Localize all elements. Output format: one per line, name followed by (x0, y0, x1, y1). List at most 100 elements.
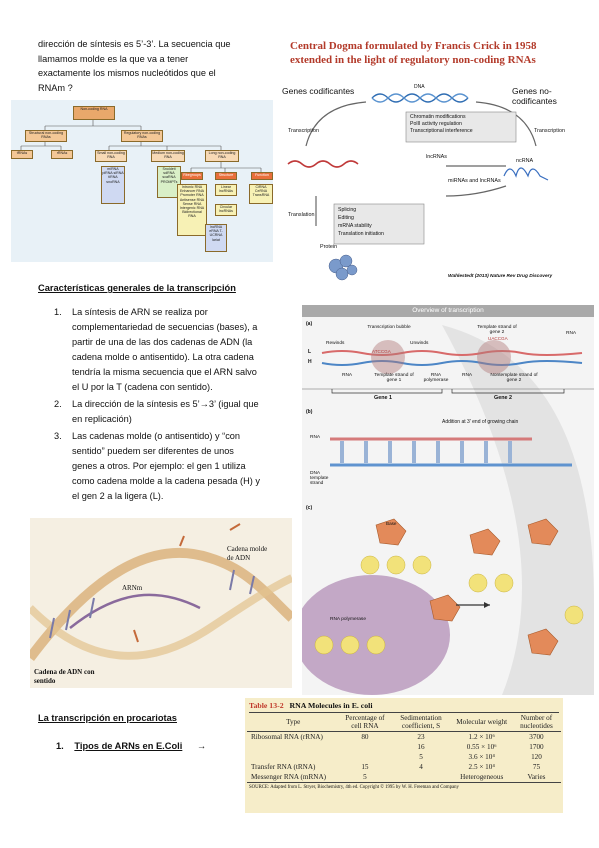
table-row: Ribosomal RNA (rRNA) 80 23 1.2 × 10⁶ 370… (247, 732, 561, 743)
dogma-box2: Splicing Editing mRNA stability Translat… (338, 206, 384, 238)
table-caption-num: Table 13-2 (249, 701, 284, 710)
transcription-right-label: Transcription (534, 128, 565, 134)
de-adn-label: de ADN (227, 554, 251, 562)
tree-node-regulatory: Regulatory non-coding RNAs (121, 130, 163, 142)
gene1-label: Gene 1 (374, 395, 392, 401)
dogma-box2-item: Editing (338, 215, 354, 221)
panel-b-label: (b) (306, 409, 313, 415)
table-cell: 1.2 × 10⁶ (468, 733, 495, 741)
tree-list-long-c: Circular lncRNAs (215, 204, 237, 216)
tree-node-trna: tRNAs (11, 150, 33, 159)
list-line: genes a otros. Por ejemplo: el gen 1 uti… (72, 461, 246, 471)
strand-L-label: L (308, 349, 312, 355)
list-line: como cadena molde a la cadena pesada (H)… (72, 476, 260, 486)
list-item: 1. La síntesis de ARN se realiza por com… (54, 305, 304, 395)
list-line: partir de una de las dos cadenas de ADN … (72, 337, 253, 347)
section1-heading: Características generales de la transcri… (38, 283, 236, 293)
table-row: Transfer RNA (tRNA) 15 4 2.5 × 10⁴ 75 (247, 762, 561, 772)
list-line: el gen 2 a la ligera (L). (72, 491, 164, 501)
dogma-title-2: extended in the light of regulatory non-… (290, 54, 536, 66)
cadena-molde-label: Cadena molde (227, 545, 268, 553)
table-cell: 75 (532, 763, 541, 771)
table-header: Molecular weight (456, 718, 508, 726)
genes-nocodificantes-label: Genes no-codificantes (512, 86, 557, 106)
list-item-number: 3. (54, 431, 62, 441)
list-line: Las cadenas molde (o antisentido) y “con (72, 431, 241, 441)
list-line: cadena molde o antisentido). La otra cad… (72, 352, 254, 362)
dna-helix-figure: Cadena molde de ADN ARNm Cadena de ADN c… (30, 518, 292, 688)
tree-connectors (20, 120, 262, 172)
list-line: complementariedad de secuencias (bases),… (72, 322, 258, 332)
list-line: La síntesis de ARN se realiza por (72, 307, 208, 317)
dna-template-label: DNA template strand (310, 471, 329, 486)
table-header: Sedimentation coefficient, S (400, 714, 442, 730)
rna-b-label: RNA (310, 435, 321, 440)
table-cell: 16 (417, 743, 425, 751)
list-line: La dirección de la síntesis es 5’→3’ (ig… (72, 399, 259, 409)
base-label: Base (386, 521, 397, 526)
table-cell: Varies (527, 773, 546, 781)
unwinds-label: Unwinds (410, 341, 429, 346)
tree-list-long-b: Linear lncRNAs (215, 184, 237, 196)
tree-node-structural: Structural non-coding RNAs (25, 130, 67, 142)
table-cell: 3700 (529, 733, 544, 741)
section2-heading: La transcripción en procariotas (38, 713, 177, 723)
section2-item-number: 1. (56, 741, 64, 751)
table-caption: Table 13-2 RNA Molecules in E. coli (245, 698, 563, 712)
overview-title: Overview of transcription (302, 305, 594, 317)
table-cell (247, 752, 339, 762)
table-source: SOURCE: Adapted from L. Stryer, Biochemi… (249, 785, 459, 790)
translation-label: Translation (288, 212, 315, 218)
table-cell: 3.6 × 10⁴ (468, 753, 495, 761)
arrow-icon: → (196, 741, 207, 751)
template2-label: Template strand of gene 2 (477, 325, 517, 335)
table-cell: 80 (361, 733, 369, 741)
strand-H-label: H (308, 359, 312, 365)
table-cell: 15 (361, 763, 369, 771)
list-line: tendría la misma secuencia que el ARN sa… (72, 367, 257, 377)
list-item-number: 1. (54, 307, 62, 317)
intro-line: llamamos molde es la que va a tener (38, 53, 189, 64)
tree-node-root: Non-coding RNA (73, 106, 115, 120)
rna-table: Type Percentage of cell RNA Sedimentatio… (247, 713, 561, 783)
gene2-label: Gene 2 (494, 395, 512, 401)
arnm-label: ARNm (122, 584, 143, 592)
rna-top-label: RNA (566, 331, 577, 336)
list-line: sentido” puedem ser diferentes de unos (72, 446, 234, 456)
mirnas-label: miRNAs and lncRNAs (448, 178, 501, 184)
template1-label: Template strand of gene 1 (374, 373, 414, 383)
table-cell: 2.5 × 10⁴ (468, 763, 495, 771)
tree-node-rrna: rRNAs (51, 150, 73, 159)
section1-list: 1. La síntesis de ARN se realiza por com… (54, 305, 304, 506)
table-cell: 23 (417, 733, 425, 741)
overview-diagram (302, 325, 594, 695)
dogma-box2-item: Splicing (338, 207, 357, 213)
table-cell: 5 (419, 753, 423, 761)
seq2-label: ATCCGA (372, 349, 391, 354)
table-header: Type (286, 718, 301, 726)
helix-drawing (30, 523, 292, 662)
section2-item-label: Tipos de ARNs en E.Coli (74, 741, 183, 751)
table-cell: 5 (363, 773, 367, 781)
table-cell: Messenger RNA (mRNA) (251, 773, 327, 781)
tree-list-long-e: lncRNA eRNA T-UCRNA lariat (205, 224, 227, 252)
intro-line: exactamente los mismos nucleótidos que e… (38, 68, 216, 79)
ncrna-tree-figure: Non-coding RNA Structural non-coding RNA… (11, 100, 273, 262)
dna-label: DNA (414, 84, 425, 90)
tree-list-small: miRNA piRNA siRNA tiRNA snoRNA (101, 166, 125, 204)
rna-table-figure: Table 13-2 RNA Molecules in E. coli Type… (245, 698, 563, 813)
transcription-left-label: Transcription (288, 128, 319, 134)
list-line: en replicación) (72, 414, 132, 424)
table-header: Percentage of cell RNA (345, 714, 385, 730)
dogma-box1-item: PolII activity regulation (410, 121, 462, 127)
intro-paragraph: dirección de síntesis es 5’-3’. La secue… (38, 37, 268, 95)
overview-transcription-figure: Overview of transcription (302, 305, 594, 695)
rna-left-label: RNA (342, 373, 353, 378)
intro-line: RNAm ? (38, 82, 73, 93)
tree-list-long-d: CiRNA CeRNA TransRNA (249, 184, 273, 204)
tree-tag-2: Structure (215, 172, 237, 180)
ncrna-label: ncRNA (516, 158, 534, 164)
lncrnas-label: lncRNAs (426, 154, 447, 160)
table-cell: Ribosomal RNA (rRNA) (251, 733, 323, 741)
rewinds-label: Rewinds (326, 341, 345, 346)
